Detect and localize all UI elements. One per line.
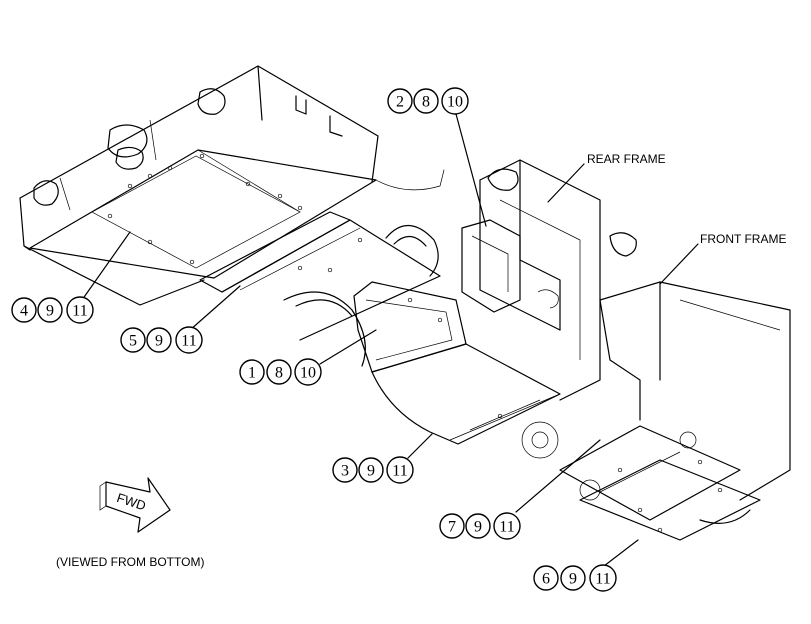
callout-number: 11 (499, 519, 514, 536)
callout-number: 10 (300, 365, 316, 382)
callout-number: 3 (341, 463, 349, 480)
callout-number: 10 (447, 94, 463, 111)
front-frame-assembly (559, 281, 791, 541)
callout-number: 8 (422, 94, 430, 111)
callout-number: 5 (129, 333, 137, 350)
callout-number: 2 (396, 94, 404, 111)
callout-number: 7 (448, 519, 456, 536)
callout-number: 9 (367, 463, 375, 480)
callout-number: 9 (46, 303, 54, 320)
fwd-arrow-icon: FWD (99, 477, 171, 533)
callout-number: 11 (595, 571, 610, 588)
callout-4-9-11: 4 9 11 (11, 296, 94, 324)
callout-number: 6 (542, 571, 550, 588)
callout-7-9-11: 7 9 11 (439, 512, 521, 540)
callout-number: 11 (72, 303, 87, 320)
rear-frame-assembly (461, 159, 637, 401)
callout-number: 9 (155, 333, 163, 350)
callout-5-9-11: 5 9 11 (120, 326, 203, 354)
callout-number: 11 (181, 333, 196, 350)
callout-3-9-11: 3 9 11 (332, 456, 414, 484)
rear-frame-label: REAR FRAME (587, 152, 666, 166)
callout-number: 11 (392, 463, 407, 480)
middle-plates (199, 211, 561, 459)
callout-2-8-10: 2 8 10 (387, 87, 469, 115)
callout-6-9-11: 6 9 11 (533, 564, 617, 592)
callout-number: 8 (275, 365, 283, 382)
front-frame-label: FRONT FRAME (700, 232, 786, 246)
viewed-from-label: (VIEWED FROM BOTTOM) (56, 555, 204, 569)
callout-1-8-10: 1 8 10 (239, 358, 322, 386)
callout-number: 9 (474, 519, 482, 536)
callout-number: 4 (20, 303, 28, 320)
callout-number: 9 (569, 571, 577, 588)
rear-box-assembly (19, 65, 379, 306)
leader-lines (81, 113, 699, 567)
callout-number: 1 (248, 365, 256, 382)
